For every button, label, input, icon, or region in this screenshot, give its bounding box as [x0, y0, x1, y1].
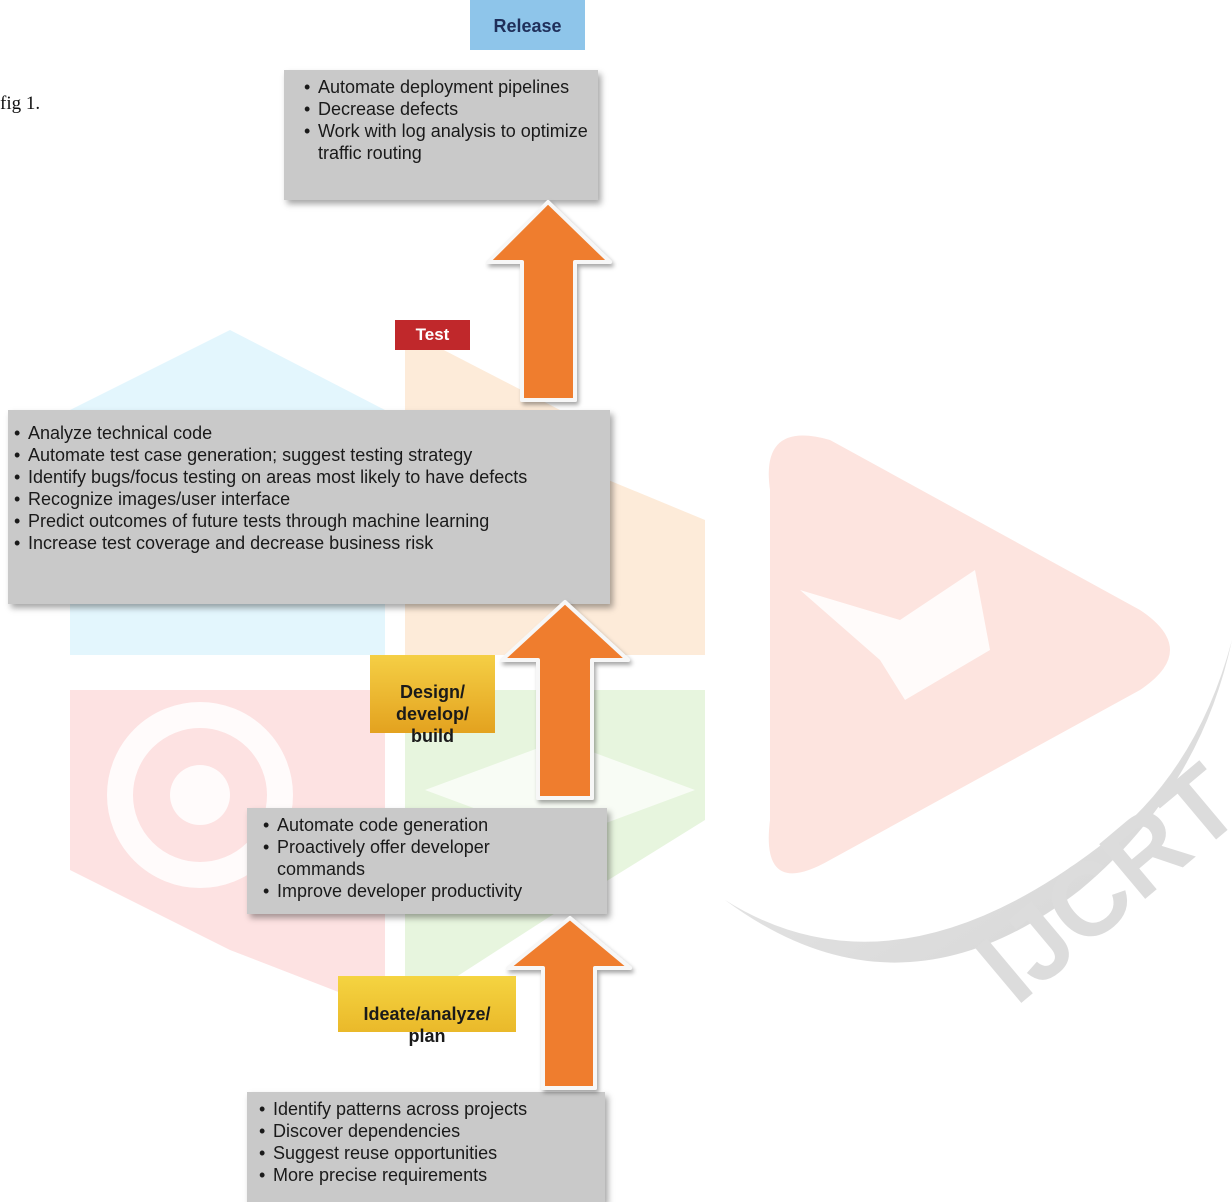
test-box: Analyze technical code Automate test cas… [8, 410, 610, 604]
watermark-text: IJCRT [956, 743, 1232, 1025]
list-item: Recognize images/user interface [12, 488, 604, 510]
list-item: Proactively offer developer commands [261, 836, 601, 880]
list-item: Discover dependencies [257, 1120, 599, 1142]
stage-release-tag: Release [470, 0, 585, 50]
release-box: Automate deployment pipelines Decrease d… [284, 70, 598, 200]
stage-design-tag: Design/ develop/ build [370, 655, 495, 746]
stage-test-tag: Test [395, 320, 470, 350]
list-item: Decrease defects [302, 98, 588, 120]
stage-design-label: Design/ develop/ build [395, 682, 470, 746]
list-item: Work with log analysis to optimize traff… [302, 120, 588, 164]
list-item: Automate code generation [261, 814, 601, 836]
ideate-box: Identify patterns across projects Discov… [247, 1092, 605, 1202]
list-item: Identify patterns across projects [257, 1098, 599, 1120]
stage-release-label: Release [493, 16, 562, 36]
design-box: Automate code generation Proactively off… [247, 808, 607, 914]
list-item: Improve developer productivity [261, 880, 601, 902]
list-item: Predict outcomes of future tests through… [12, 510, 604, 532]
test-list: Analyze technical code Automate test cas… [12, 422, 604, 554]
list-item: Automate deployment pipelines [302, 76, 588, 98]
figure-label: fig 1. [0, 93, 41, 114]
list-item: Suggest reuse opportunities [257, 1142, 599, 1164]
design-list: Automate code generation Proactively off… [261, 814, 601, 902]
release-list: Automate deployment pipelines Decrease d… [302, 76, 588, 164]
list-item: Analyze technical code [12, 422, 604, 444]
book-icon [800, 570, 990, 700]
list-item: Automate test case generation; suggest t… [12, 444, 604, 466]
gear-icon [107, 702, 293, 888]
list-item: More precise requirements [257, 1164, 599, 1186]
stage-ideate-label: Ideate/analyze/ plan [363, 1004, 491, 1046]
list-item: Identify bugs/focus testing on areas mos… [12, 466, 604, 488]
ideate-list: Identify patterns across projects Discov… [257, 1098, 599, 1186]
list-item: Increase test coverage and decrease busi… [12, 532, 604, 554]
stage-test-label: Test [415, 325, 450, 344]
swoosh [725, 640, 1232, 963]
stage-ideate-tag: Ideate/analyze/ plan [338, 976, 516, 1046]
